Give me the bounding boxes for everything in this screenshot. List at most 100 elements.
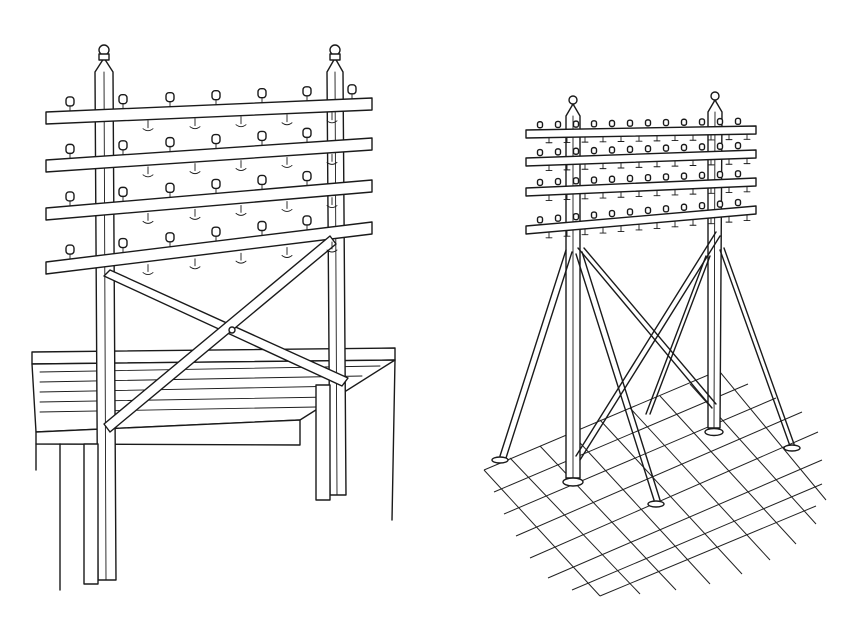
insulator-bracket [142, 264, 154, 275]
insulator-top [734, 117, 751, 140]
insulator-top [590, 211, 607, 234]
insulator-top [626, 208, 643, 231]
insulator-top [536, 216, 553, 239]
insulator-top [734, 141, 751, 165]
insulator-bracket [235, 116, 247, 128]
insulator-bracket [189, 118, 201, 130]
insulator-top [734, 170, 751, 193]
insulator-top [118, 186, 128, 202]
insulator-top [536, 121, 553, 144]
insulator-top [211, 226, 221, 242]
insulator-top [608, 209, 625, 232]
left-crossarms [45, 97, 373, 275]
insulator-top [165, 232, 175, 248]
insulator-top [302, 127, 312, 143]
insulator-top [257, 220, 267, 236]
insulator-top [302, 86, 312, 102]
insulator-top [680, 203, 697, 226]
insulator-top [626, 119, 643, 142]
insulator-top [680, 172, 697, 195]
insulator-bracket [189, 258, 201, 270]
insulator-bracket [281, 200, 293, 212]
insulator-top [572, 212, 589, 236]
insulator-bracket [235, 160, 247, 171]
left-post [83, 44, 117, 585]
insulator-top [608, 119, 625, 142]
insulator-top [65, 143, 75, 159]
insulator-bracket [326, 197, 338, 209]
insulator-top [118, 93, 128, 110]
insulator-top [698, 118, 715, 141]
insulator-top [554, 120, 571, 143]
insulator-top [662, 144, 679, 167]
insulator-top [554, 214, 571, 237]
insulator-top [590, 120, 607, 143]
insulator-bracket [142, 120, 154, 132]
insulator-bracket [281, 247, 293, 258]
insulator-top [165, 91, 175, 108]
insulator-top [716, 200, 733, 223]
right-post [315, 44, 347, 501]
insulator-bracket [326, 112, 338, 124]
insulator-top [698, 171, 715, 194]
insulator-top [65, 96, 75, 112]
right-pole-frame [483, 91, 827, 597]
insulator-bracket [326, 241, 338, 253]
insulator-top [662, 173, 679, 196]
insulator-top [644, 119, 661, 142]
right-braces [491, 231, 801, 508]
insulator-top [347, 84, 357, 100]
insulator-top [554, 177, 571, 201]
insulator-bracket [142, 166, 154, 178]
insulator-top [716, 117, 733, 141]
insulator-bracket [326, 153, 338, 165]
right-crossarms [525, 125, 757, 235]
insulator-top [680, 118, 697, 141]
insulator-top [590, 146, 607, 170]
insulator-top [572, 177, 589, 200]
insulator-top [211, 178, 221, 194]
insulator-top [536, 148, 553, 171]
insulator-top [626, 145, 643, 168]
insulator-bracket [235, 252, 247, 264]
insulator-top [302, 170, 312, 187]
insulator-top [626, 174, 643, 197]
left-insulators [65, 84, 357, 275]
insulator-top [65, 244, 75, 260]
insulator-top [698, 201, 715, 225]
left-pole-frame [31, 44, 396, 591]
insulator-top [65, 191, 75, 207]
insulator-top [165, 182, 175, 198]
insulator-top [608, 175, 625, 198]
insulator-top [536, 178, 553, 201]
left-diagonal-braces [103, 235, 349, 433]
insulator-top [734, 198, 751, 222]
insulator-top [572, 147, 589, 170]
insulator-top [257, 174, 267, 190]
insulator-top [590, 176, 607, 199]
insulator-top [716, 142, 733, 165]
insulator-top [211, 89, 221, 106]
insulator-top [698, 143, 715, 166]
insulator-bracket [189, 163, 201, 175]
insulator-top [716, 170, 733, 194]
insulator-bracket [281, 114, 293, 126]
insulator-top [165, 136, 175, 153]
insulator-top [644, 206, 661, 229]
insulator-bracket [235, 204, 247, 216]
insulator-top [644, 145, 661, 168]
insulator-bracket [281, 156, 293, 168]
insulator-top [662, 205, 679, 228]
insulator-top [572, 120, 589, 143]
right-front-post [562, 95, 584, 487]
right-insulators [536, 117, 751, 239]
insulator-top [257, 88, 267, 104]
insulator-top [257, 130, 267, 146]
insulator-top [118, 237, 128, 254]
insulator-bracket [189, 208, 201, 220]
insulator-top [554, 148, 571, 171]
insulator-top [680, 143, 697, 166]
insulator-top [644, 173, 661, 197]
insulator-top [608, 146, 625, 169]
